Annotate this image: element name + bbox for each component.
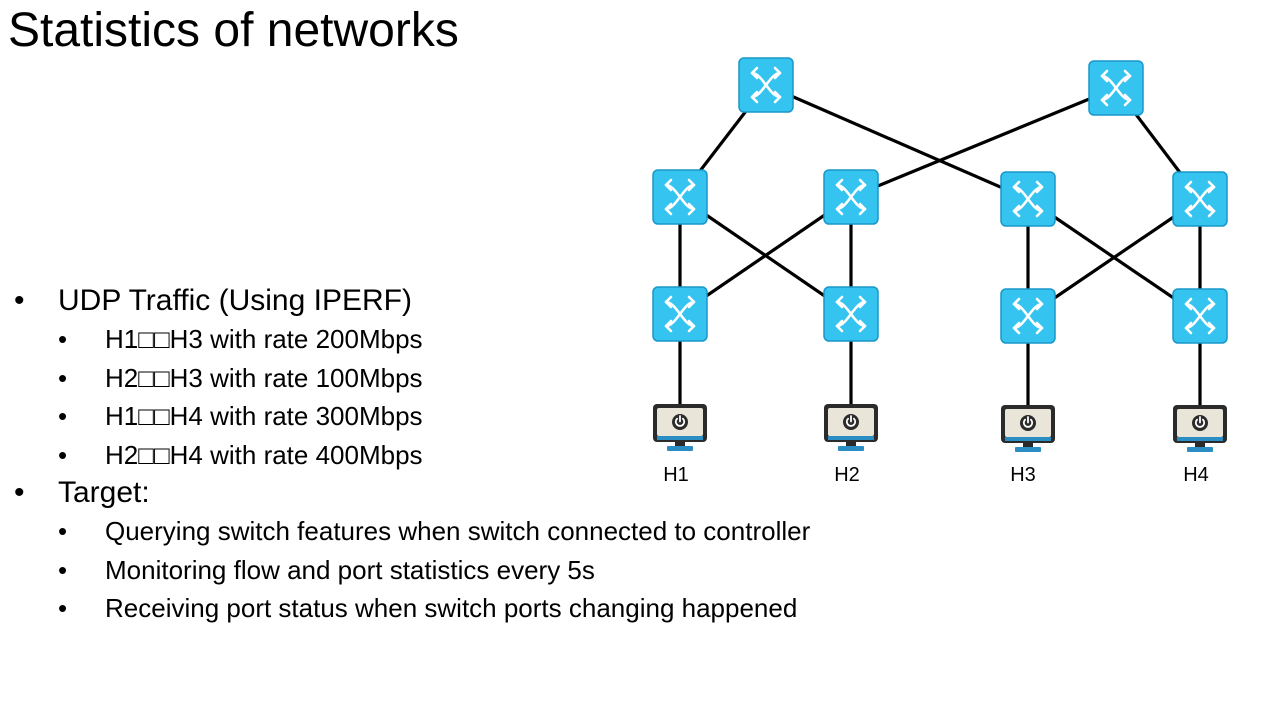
bullet-dot: • [58, 401, 68, 431]
links-layer [678, 83, 1202, 427]
bullet-target: • Target: [14, 474, 810, 512]
bullet-dot: • [14, 476, 25, 509]
link-a4-e3 [1027, 197, 1201, 318]
bullet-udp-traffic: • UDP Traffic (Using IPERF) [14, 282, 810, 320]
computer-power-icon [653, 404, 707, 451]
switch-icon [823, 286, 879, 342]
computer-power-icon [824, 404, 878, 451]
sub-bullet-text: H1□□H4 with rate 300Mbps [105, 401, 423, 431]
bullet-text: UDP Traffic (Using IPERF) [58, 284, 412, 317]
host-label-h3: H3 [1010, 464, 1036, 486]
bullet-dot: • [58, 362, 68, 393]
switch-icon [738, 57, 794, 113]
computer-power-icon [1001, 405, 1055, 452]
host-label-h2: H2 [834, 464, 860, 486]
link-c2-a2 [850, 86, 1117, 199]
bullet-dot: • [58, 593, 68, 623]
sub-bullet: • Querying switch features when switch c… [14, 512, 810, 551]
switch-icon [1000, 171, 1056, 227]
sub-bullet-text: Monitoring flow and port statistics ever… [105, 554, 595, 585]
switch-icon [1172, 171, 1228, 227]
link-a2-e1 [679, 195, 852, 316]
sub-bullet-text: H1□□H3 with rate 200Mbps [105, 324, 423, 354]
host-label-h1: H1 [663, 464, 689, 486]
switch-icon [1000, 288, 1056, 344]
sub-bullet: • Monitoring flow and port statistics ev… [14, 551, 810, 590]
nodes-layer [652, 57, 1228, 452]
computer-power-icon [1173, 405, 1227, 452]
switch-icon [823, 169, 879, 225]
bullet-dot: • [58, 516, 68, 546]
sub-bullet: • H2□□H4 with rate 400Mbps [14, 436, 810, 475]
slide-title: Statistics of networks [8, 4, 459, 57]
sub-bullet: • H1□□H3 with rate 200Mbps [14, 320, 810, 359]
sub-bullet-text: H2□□H4 with rate 400Mbps [105, 439, 423, 470]
host-labels-layer: H1 H2 H3 H4 [663, 464, 1209, 486]
bullet-dot: • [14, 284, 25, 317]
bullet-dot: • [58, 554, 68, 585]
host-label-h4: H4 [1183, 464, 1209, 486]
bullet-list: • UDP Traffic (Using IPERF) • H1□□H3 wit… [14, 282, 810, 628]
link-c1-a3 [765, 83, 1029, 201]
bullet-text: Target: [58, 476, 150, 509]
bullet-dot: • [58, 324, 68, 354]
sub-bullet: • Receiving port status when switch port… [14, 589, 810, 628]
sub-bullet-text: Receiving port status when switch ports … [105, 593, 798, 623]
sub-bullet: • H1□□H4 with rate 300Mbps [14, 397, 810, 436]
switch-icon [1088, 60, 1144, 116]
switch-icon [1172, 288, 1228, 344]
sub-bullet-text: H2□□H3 with rate 100Mbps [105, 362, 423, 393]
bullet-dot: • [58, 439, 68, 470]
sub-bullet-text: Querying switch features when switch con… [105, 516, 811, 546]
switch-icon [652, 169, 708, 225]
switch-icon [652, 286, 708, 342]
sub-bullet: • H2□□H3 with rate 100Mbps [14, 359, 810, 398]
